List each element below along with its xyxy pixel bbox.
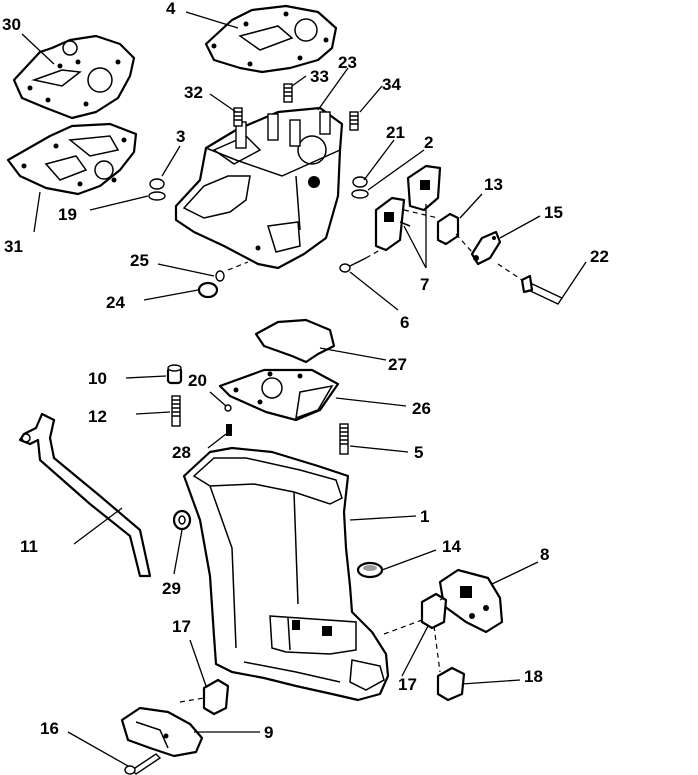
assembly-lines xyxy=(179,209,523,703)
callout-15: 15 xyxy=(544,203,563,222)
part-18-rubber-mount xyxy=(436,666,466,702)
callout-6: 6 xyxy=(400,313,409,332)
callout-3: 3 xyxy=(176,127,185,146)
callout-29: 29 xyxy=(162,579,181,598)
callout-8: 8 xyxy=(540,545,549,564)
callout-17-right: 17 xyxy=(398,675,417,694)
part-22-bolt xyxy=(520,274,564,305)
callout-7: 7 xyxy=(420,275,429,294)
callout-32: 32 xyxy=(184,83,203,102)
callout-18: 18 xyxy=(524,667,543,686)
part-21-nut xyxy=(352,176,368,188)
part-31-gasket xyxy=(6,122,138,196)
part-17-rubber-mount-right xyxy=(420,592,448,630)
part-12-stud xyxy=(171,395,181,427)
callout-24: 24 xyxy=(106,293,125,312)
callout-33: 33 xyxy=(310,67,329,86)
callout-1: 1 xyxy=(420,507,429,526)
callout-17-left: 17 xyxy=(172,617,191,636)
callout-12: 12 xyxy=(88,407,107,426)
part-15-retainer xyxy=(470,230,502,266)
part-33-stud xyxy=(283,83,293,103)
part-28-screw xyxy=(226,424,232,436)
callout-2: 2 xyxy=(424,133,433,152)
part-2-washer xyxy=(351,189,369,199)
part-24-plug xyxy=(197,281,219,299)
callout-25: 25 xyxy=(130,251,149,270)
leader-lines xyxy=(21,11,587,767)
callout-23: 23 xyxy=(338,53,357,72)
callout-19: 19 xyxy=(58,205,77,224)
part-19-washer xyxy=(148,191,166,201)
callout-13: 13 xyxy=(484,175,503,194)
part-9-clamp xyxy=(120,706,204,758)
callout-28: 28 xyxy=(172,443,191,462)
part-34-stud xyxy=(349,111,359,131)
part-7-mount-bracket xyxy=(374,164,442,252)
part-30-gasket xyxy=(12,34,136,120)
callout-9: 9 xyxy=(264,723,273,742)
callout-5: 5 xyxy=(414,443,423,462)
callout-16: 16 xyxy=(40,719,59,738)
part-14-seal xyxy=(356,561,384,579)
part-17-rubber-mount-left xyxy=(202,678,230,716)
part-10-bushing xyxy=(166,364,183,385)
callout-22: 22 xyxy=(590,247,609,266)
part-16-bolt xyxy=(124,753,162,775)
part-25-o-ring xyxy=(215,270,225,282)
callout-31: 31 xyxy=(4,237,23,256)
callout-21: 21 xyxy=(386,123,405,142)
callout-14: 14 xyxy=(442,537,461,556)
callout-27: 27 xyxy=(388,355,407,374)
part-20-nut xyxy=(224,404,232,412)
part-5-stud xyxy=(339,423,349,455)
callout-20: 20 xyxy=(188,371,207,390)
part-8-mount-bracket xyxy=(438,568,504,634)
part-4-gasket xyxy=(204,4,338,74)
callout-30: 30 xyxy=(2,15,21,34)
part-27-gasket xyxy=(254,318,336,364)
callout-26: 26 xyxy=(412,399,431,418)
part-3-nut xyxy=(149,178,165,190)
callout-34: 34 xyxy=(382,75,401,94)
part-1-exhaust-housing xyxy=(182,446,390,702)
callout-labels: 30 4 23 33 32 34 3 19 31 21 2 13 15 22 7… xyxy=(2,0,609,742)
part-29-grommet xyxy=(172,509,192,531)
part-26-plate xyxy=(218,368,340,422)
part-13-rubber-mount xyxy=(436,212,460,246)
callout-10: 10 xyxy=(88,369,107,388)
part-23-adapter-housing xyxy=(174,106,344,270)
part-11-water-tube xyxy=(18,412,152,578)
callout-11: 11 xyxy=(20,537,38,556)
part-6-screw xyxy=(339,257,367,273)
callout-4: 4 xyxy=(166,0,176,18)
